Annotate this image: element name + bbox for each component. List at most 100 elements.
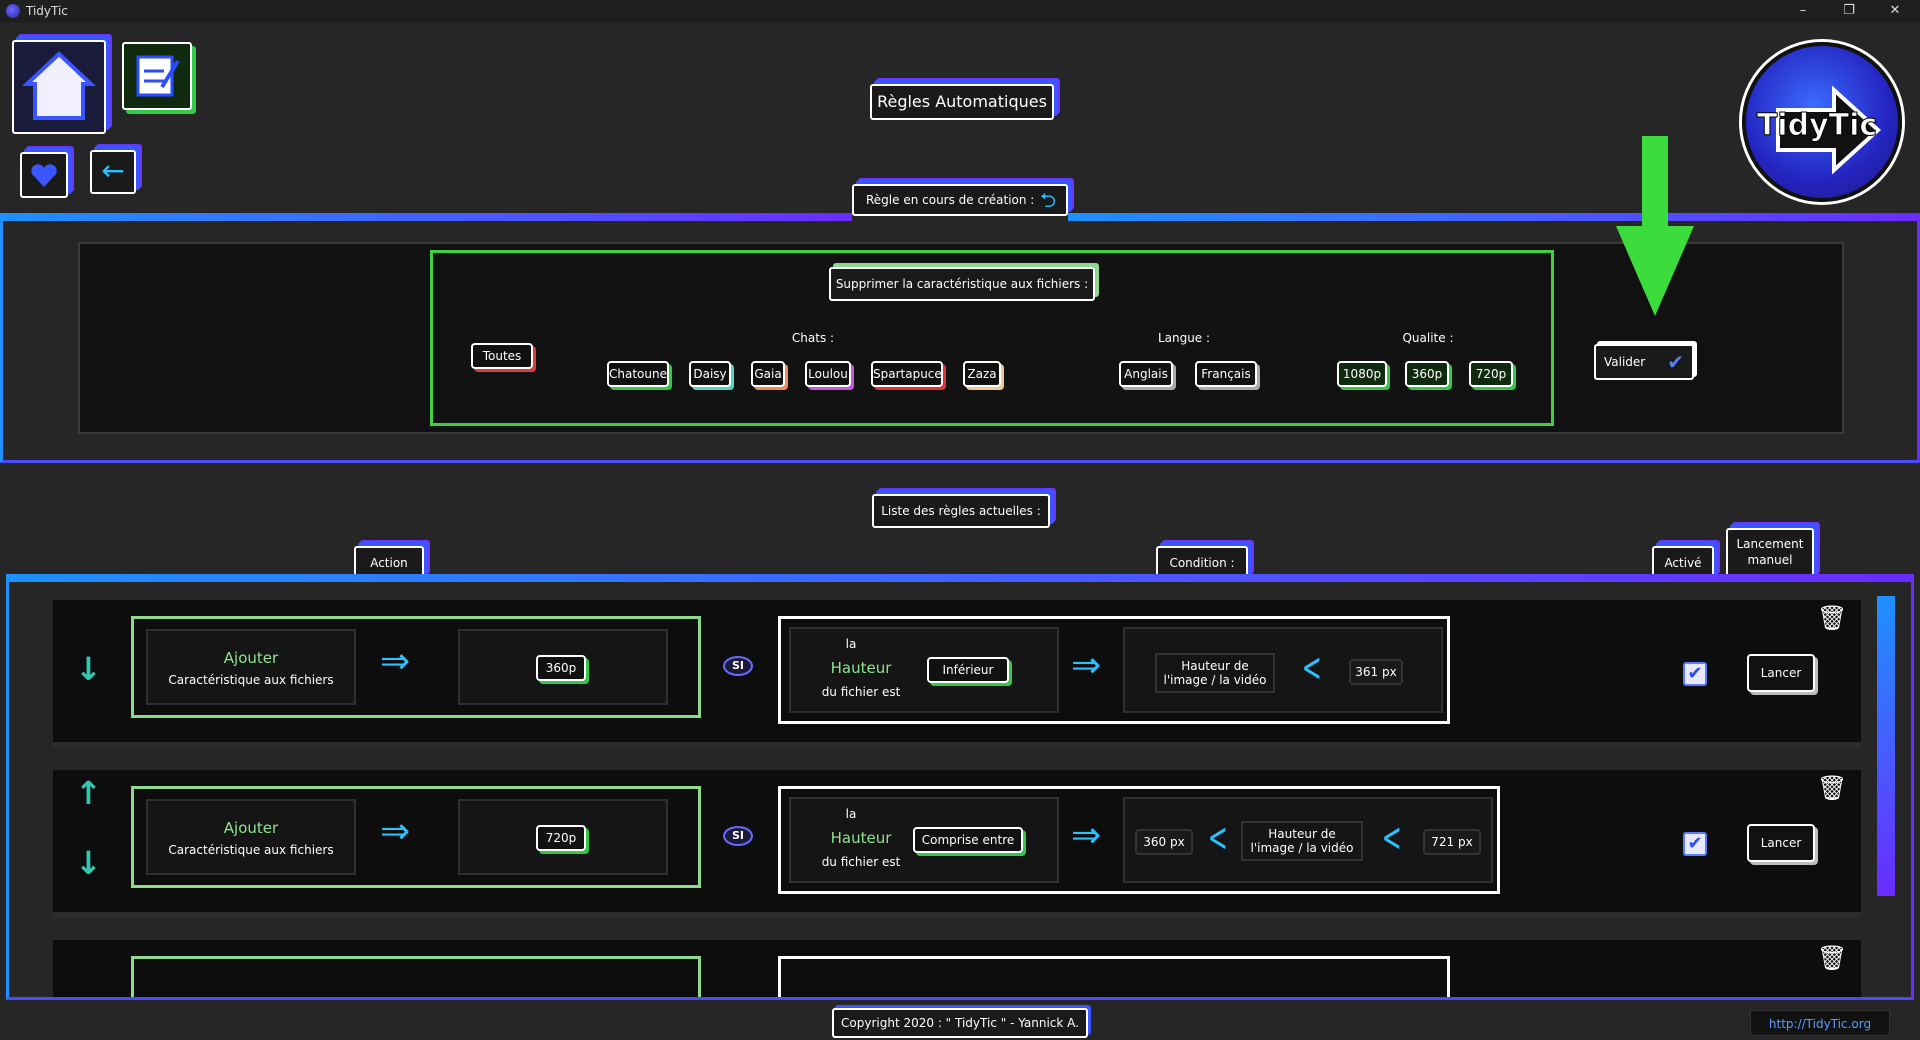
home-button[interactable]	[12, 40, 106, 134]
rule-3-action	[131, 956, 701, 997]
rule-1-cond-la: la	[845, 637, 857, 651]
rule-1-active-checkbox[interactable]: ✔	[1683, 662, 1707, 686]
rule-2-comparator[interactable]: Comprise entre	[913, 827, 1023, 853]
quality-label: Qualite :	[1402, 331, 1454, 345]
lang-chip-anglais[interactable]: Anglais	[1119, 361, 1173, 387]
rule-2-bound-low: 360 px	[1135, 829, 1193, 855]
rule-1-target: Hauteur de l'image / la vidéo	[1155, 653, 1275, 693]
rules-band	[6, 574, 1914, 582]
rule-3-condition	[778, 956, 1450, 997]
edit-button[interactable]	[122, 42, 192, 110]
favorite-button[interactable]	[20, 152, 68, 198]
rule-1-target-line2: l'image / la vidéo	[1163, 673, 1267, 687]
cat-chip-gaia[interactable]: Gaia	[751, 361, 785, 387]
rule-1-bound-high: 361 px	[1349, 659, 1403, 685]
rule-3-trash-icon[interactable]: 🗑	[1817, 944, 1848, 972]
rules-scrollbar[interactable]	[1877, 596, 1895, 896]
rule-2-value-box: 720p	[458, 799, 668, 875]
down-arrow-svg	[1616, 136, 1694, 316]
rule-2-target-line1: Hauteur de	[1268, 827, 1336, 841]
rule-row-3: 🗑	[53, 940, 1861, 997]
creation-band-left	[0, 213, 852, 221]
rule-2-cond-la: la	[845, 807, 857, 821]
rule-2-active-checkbox[interactable]: ✔	[1683, 832, 1707, 856]
si-badge: SI	[723, 656, 753, 676]
undo-icon[interactable]: ⮌	[1039, 188, 1056, 212]
rule-2-action-type: Ajouter Caractéristique aux fichiers	[146, 799, 356, 875]
close-button[interactable]: ✕	[1889, 3, 1901, 18]
back-arrow-icon: ←	[101, 154, 125, 187]
rule-1-launch-button[interactable]: Lancer	[1747, 654, 1815, 692]
logo-arrow-icon	[1776, 85, 1881, 175]
rule-2-trash-icon[interactable]: 🗑	[1817, 774, 1848, 802]
cat-chip-loulou[interactable]: Loulou	[805, 361, 851, 387]
creation-band-right	[1068, 213, 1920, 221]
col-manual: Lancement manuel	[1726, 528, 1814, 580]
tidytic-logo: TidyTic	[1742, 42, 1902, 202]
rule-1-comparator[interactable]: Inférieur	[927, 657, 1009, 683]
green-down-arrow-icon	[1616, 136, 1694, 316]
home-icon	[21, 51, 97, 120]
back-button[interactable]: ←	[90, 150, 136, 194]
rules-panel: ↓ Ajouter Caractéristique aux fichiers ⇒…	[6, 578, 1914, 1000]
rule-1-target-line1: Hauteur de	[1181, 659, 1249, 673]
move-up-icon[interactable]: ↑	[75, 774, 102, 812]
all-chip[interactable]: Toutes	[471, 343, 533, 369]
rule-1-value: 360p	[536, 655, 586, 681]
rule-2-condition: la Hauteur du fichier est Comprise entre…	[778, 786, 1500, 894]
rule-row-1: ↓ Ajouter Caractéristique aux fichiers ⇒…	[53, 600, 1861, 748]
rule-1-trash-icon[interactable]: 🗑	[1817, 604, 1848, 632]
rule-2-target-line2: l'image / la vidéo	[1250, 841, 1354, 855]
footer-url-link[interactable]: http://TidyTic.org	[1750, 1010, 1890, 1036]
cats-label: Chats :	[791, 331, 835, 345]
rule-2-target: Hauteur de l'image / la vidéo	[1241, 821, 1363, 861]
arrow-right-icon: ⇒	[1071, 815, 1102, 856]
rule-2-cond-attr: Hauteur	[830, 829, 892, 847]
quality-chip-360p[interactable]: 360p	[1405, 361, 1449, 387]
restore-button[interactable]: ❐	[1843, 3, 1855, 18]
logo-text: TidyTic	[1756, 108, 1878, 144]
rule-1-action-label: Ajouter	[223, 649, 279, 667]
col-manual-line2: manuel	[1747, 553, 1793, 567]
validate-button[interactable]: Valider ✔	[1594, 344, 1694, 380]
move-down-icon[interactable]: ↓	[75, 844, 102, 882]
less-than-icon: <	[1207, 815, 1228, 861]
rule-1-cond-sub: du fichier est	[821, 685, 901, 699]
rule-1-value-box: 360p	[458, 629, 668, 705]
rule-2-action: Ajouter Caractéristique aux fichiers ⇒ 7…	[131, 786, 701, 888]
rules-list-header: Liste des règles actuelles :	[872, 494, 1050, 528]
arrow-right-icon: ⇒	[380, 641, 411, 682]
rule-1-condition: la Hauteur du fichier est Inférieur ⇒ Ha…	[778, 616, 1450, 724]
rule-1-cond-target: Hauteur de l'image / la vidéo < 361 px	[1123, 627, 1443, 713]
quality-chip-720p[interactable]: 720p	[1469, 361, 1513, 387]
quality-chip-1080p[interactable]: 1080p	[1337, 361, 1387, 387]
rule-2-action-sub: Caractéristique aux fichiers	[168, 843, 334, 857]
cat-chip-zaza[interactable]: Zaza	[963, 361, 1001, 387]
characteristic-selector: Supprimer la caractéristique aux fichier…	[430, 250, 1554, 426]
lang-label: Langue :	[1157, 331, 1211, 345]
rule-2-cond-sub: du fichier est	[821, 855, 901, 869]
creation-header: Règle en cours de création : ⮌	[852, 184, 1068, 216]
rule-1-cond-attr: Hauteur	[830, 659, 892, 677]
minimize-button[interactable]: –	[1799, 3, 1807, 18]
rule-2-action-label: Ajouter	[223, 819, 279, 837]
rule-1-cond-attr-box: la Hauteur du fichier est Inférieur	[789, 627, 1059, 713]
cat-chip-spartapuce[interactable]: Spartapuce	[871, 361, 943, 387]
si-badge: SI	[723, 826, 753, 846]
creation-panel	[0, 213, 1920, 463]
arrow-right-icon: ⇒	[1071, 645, 1102, 686]
window-title: TidyTic	[26, 4, 68, 18]
rule-2-bound-high: 721 px	[1423, 829, 1481, 855]
check-icon: ✔	[1667, 350, 1684, 374]
rule-2-launch-button[interactable]: Lancer	[1747, 824, 1815, 862]
cat-chip-chatoune[interactable]: Chatoune	[607, 361, 669, 387]
move-down-icon[interactable]: ↓	[75, 650, 102, 688]
lang-chip-francais[interactable]: Français	[1195, 361, 1257, 387]
cat-chip-daisy[interactable]: Daisy	[689, 361, 731, 387]
title-bar: TidyTic – ❐ ✕	[0, 0, 1920, 23]
rule-2-cond-attr-box: la Hauteur du fichier est Comprise entre	[789, 797, 1059, 883]
col-manual-line1: Lancement	[1736, 537, 1804, 551]
edit-icon	[136, 55, 180, 97]
rule-1-action-type: Ajouter Caractéristique aux fichiers	[146, 629, 356, 705]
heart-icon	[31, 164, 57, 187]
